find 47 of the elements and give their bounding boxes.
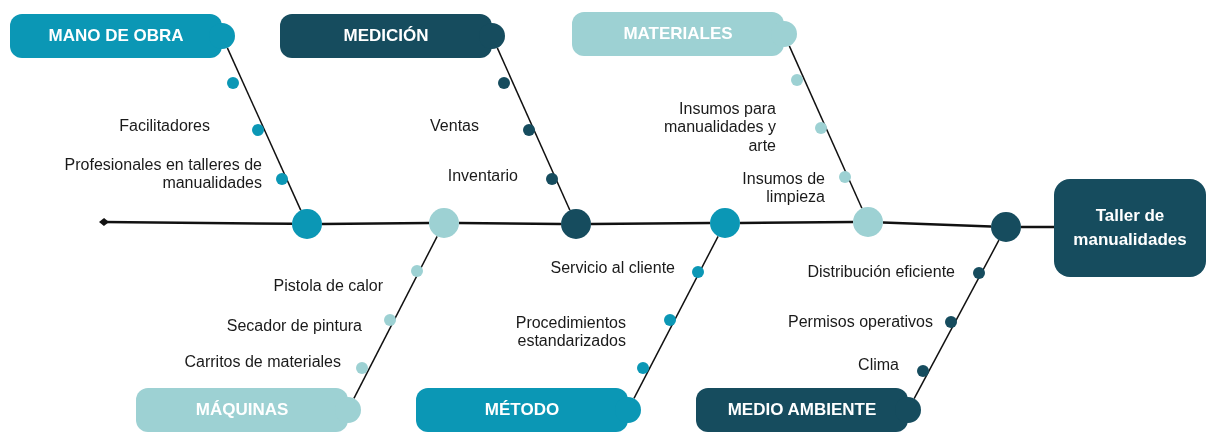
category-label: MÉTODO xyxy=(484,400,560,420)
cause-text: Procedimientos estandarizados xyxy=(514,314,626,351)
spine-line xyxy=(459,221,561,226)
category-label: MATERIALES xyxy=(623,24,733,44)
category-tab xyxy=(10,14,236,58)
cause-text: Clima xyxy=(858,356,899,375)
spine-line xyxy=(1021,225,1054,229)
joint-circle xyxy=(429,208,459,238)
cause-text: Secador de pintura xyxy=(226,317,362,336)
bone-line xyxy=(496,47,571,212)
category-label: MEDIO AMBIENTE xyxy=(727,400,877,420)
category-tab xyxy=(572,12,798,56)
effect-box xyxy=(1054,179,1206,277)
bone-line xyxy=(913,239,1000,400)
cause-text: Profesionales en talleres de manualidades xyxy=(63,156,262,193)
category-label: MÁQUINAS xyxy=(195,400,289,420)
cause-text: Inventario xyxy=(447,167,518,186)
category-tab xyxy=(280,14,506,58)
cause-text: Pistola de calor xyxy=(273,277,383,296)
category-label: MANO DE OBRA xyxy=(48,26,184,46)
joint-circle xyxy=(292,209,322,239)
bone-line xyxy=(353,235,438,400)
category-tab xyxy=(416,388,642,432)
category-label: MEDICIÓN xyxy=(343,26,429,46)
bone-line xyxy=(788,45,863,210)
spine-line xyxy=(740,220,853,225)
joint-circle xyxy=(561,209,591,239)
spine-line xyxy=(99,218,292,226)
cause-text: Distribución eficiente xyxy=(807,263,955,282)
effect-label: Taller de manualidades xyxy=(1072,205,1188,251)
spine-line xyxy=(882,221,992,228)
cause-text: Carritos de materiales xyxy=(184,353,341,372)
cause-text: Permisos operativos xyxy=(788,313,933,332)
bone-line xyxy=(633,235,719,400)
cause-text: Facilitadores xyxy=(119,117,210,136)
joint-circle xyxy=(991,212,1021,242)
cause-text: Insumos para manualidades y arte xyxy=(662,100,776,156)
cause-text: Insumos de limpieza xyxy=(741,170,825,207)
category-tab xyxy=(136,388,362,432)
joint-circle xyxy=(710,208,740,238)
spine-line xyxy=(591,221,710,226)
spine-line xyxy=(322,221,429,226)
cause-text: Ventas xyxy=(430,117,479,136)
category-tab xyxy=(696,388,922,432)
joint-circle xyxy=(853,207,883,237)
bone-line xyxy=(226,47,302,212)
cause-text: Servicio al cliente xyxy=(550,259,675,278)
